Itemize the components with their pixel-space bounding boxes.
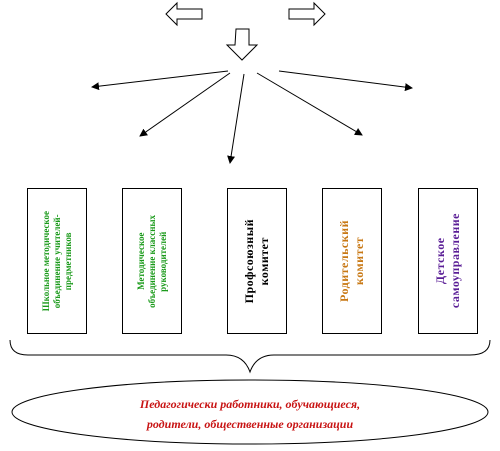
right-hollow-arrow-icon — [288, 1, 326, 27]
box-label: Родительский комитет — [337, 219, 366, 303]
arrow-right — [256, 72, 363, 136]
box-school-methodical-association: Школьное методическое объединение учител… — [27, 188, 87, 334]
down-hollow-arrow-icon — [225, 28, 259, 61]
box-label: Профсоюзный комитет — [242, 218, 271, 304]
box-label: Методическое объединение классных руково… — [135, 214, 168, 308]
arrow-center — [227, 73, 245, 164]
ellipse-text: Педагогически работники, обучающиеся, ро… — [139, 397, 361, 431]
arrow-left — [139, 72, 231, 137]
box-label: Детское самоуправление — [433, 213, 462, 309]
left-hollow-arrow-icon — [165, 1, 203, 27]
box-trade-union-committee: Профсоюзный комитет — [227, 188, 287, 334]
box-class-teachers-association: Методическое объединение классных руково… — [122, 188, 182, 334]
bottom-ellipse — [11, 379, 489, 445]
box-student-self-government: Детское самоуправление — [418, 188, 478, 334]
box-parent-committee: Родительский комитет — [322, 188, 382, 334]
arrow-far-right — [278, 70, 413, 92]
box-label: Школьное методическое объединение учител… — [40, 210, 73, 312]
arrow-far-left — [91, 70, 229, 91]
grouping-brace — [9, 339, 491, 374]
